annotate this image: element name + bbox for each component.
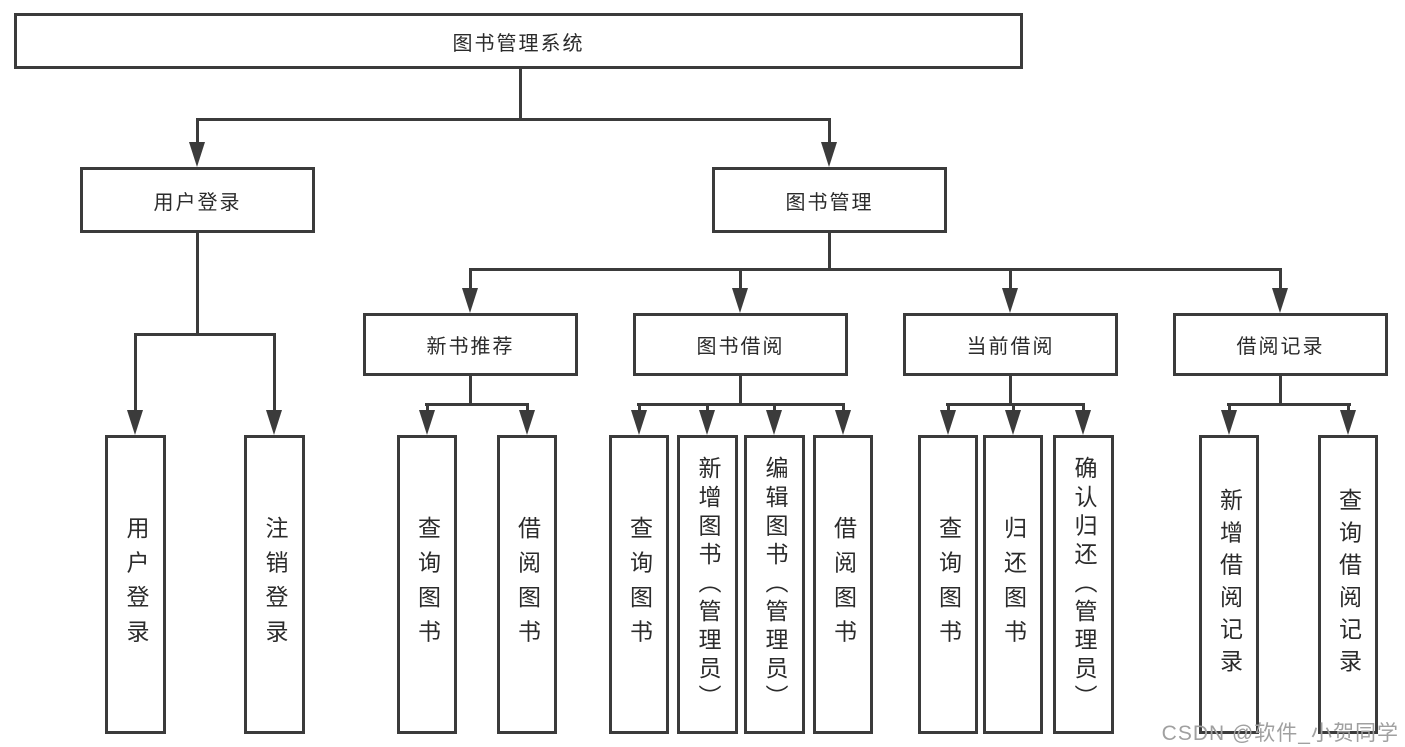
- connector-g3-drop-1: [947, 403, 950, 412]
- connector-user-drop-1: [134, 333, 137, 411]
- leaf-query-books-current-label: 查询图书: [935, 515, 962, 654]
- node-user-login: 用户登录: [80, 167, 315, 233]
- leaf-borrow-books-recommend-label: 借阅图书: [514, 515, 541, 654]
- connector-mgmt-stem: [828, 233, 831, 271]
- node-current-borrow: 当前借阅: [903, 313, 1118, 376]
- connector-g1-drop-2: [526, 403, 529, 412]
- connector-g2-drop-4: [842, 403, 845, 412]
- connector-g2-stem: [739, 376, 742, 406]
- leaf-user-login: 用户登录: [105, 435, 166, 734]
- connector-user-stem: [196, 233, 199, 336]
- leaf-add-borrow-record-label: 新增借阅记录: [1216, 487, 1243, 682]
- connector-g3-rail: [946, 403, 1085, 406]
- node-book-borrow: 图书借阅: [633, 313, 848, 376]
- connector-g1-rail: [425, 403, 529, 406]
- leaf-add-borrow-record: 新增借阅记录: [1199, 435, 1259, 734]
- node-book-management: 图书管理: [712, 167, 947, 233]
- connector-g3-drop-3: [1082, 403, 1085, 412]
- arrowhead-g3-leaf-1: [940, 410, 956, 435]
- arrowhead-g1-leaf-1: [419, 410, 435, 435]
- connector-g2-drop-1: [638, 403, 641, 412]
- leaf-query-books-recommend-label: 查询图书: [414, 515, 441, 654]
- leaf-borrow-books-borrow: 借阅图书: [813, 435, 873, 734]
- connector-mgmt-rail: [469, 268, 1282, 271]
- arrowhead-user-login: [189, 142, 205, 167]
- node-new-book-recommend-label: 新书推荐: [426, 336, 515, 358]
- node-borrow-records: 借阅记录: [1173, 313, 1388, 376]
- connector-g4-rail: [1227, 403, 1351, 406]
- connector-root-drop-left: [196, 118, 199, 145]
- node-book-borrow-label: 图书借阅: [696, 336, 785, 358]
- leaf-borrow-books-borrow-label: 借阅图书: [830, 515, 857, 654]
- leaf-add-book-admin: 新增图书（管理员）: [677, 435, 738, 734]
- leaf-confirm-return-admin-label: 确认归还（管理员）: [1071, 456, 1097, 713]
- arrowhead-g2-leaf-2: [699, 410, 715, 435]
- arrowhead-leaf-logout: [266, 410, 282, 435]
- connector-g3-stem: [1009, 376, 1012, 406]
- csdn-watermark: CSDN @软件_小贺同学: [1161, 722, 1399, 745]
- leaf-return-book-label: 归还图书: [1000, 515, 1027, 654]
- arrowhead-g4-leaf-1: [1221, 410, 1237, 435]
- leaf-query-books-current: 查询图书: [918, 435, 978, 734]
- connector-mgmt-drop-2: [739, 268, 742, 289]
- connector-g1-stem: [469, 376, 472, 406]
- arrowhead-g2-leaf-4: [835, 410, 851, 435]
- connector-mgmt-drop-4: [1279, 268, 1282, 289]
- node-borrow-records-label: 借阅记录: [1236, 336, 1325, 358]
- connector-user-drop-2: [273, 333, 276, 411]
- leaf-query-borrow-record: 查询借阅记录: [1318, 435, 1378, 734]
- leaf-logout-login: 注销登录: [244, 435, 305, 734]
- arrowhead-g2-leaf-1: [631, 410, 647, 435]
- leaf-confirm-return-admin: 确认归还（管理员）: [1053, 435, 1114, 734]
- node-user-login-label: 用户登录: [153, 191, 242, 214]
- arrowhead-g4-leaf-2: [1340, 410, 1356, 435]
- connector-root-drop-right: [828, 118, 831, 145]
- arrowhead-current-borrow: [1002, 288, 1018, 313]
- connector-g4-stem: [1279, 376, 1282, 406]
- leaf-return-book: 归还图书: [983, 435, 1043, 734]
- leaf-edit-book-admin: 编辑图书（管理员）: [744, 435, 805, 734]
- connector-mgmt-drop-3: [1009, 268, 1012, 289]
- connector-g3-drop-2: [1012, 403, 1015, 412]
- arrowhead-g1-leaf-2: [519, 410, 535, 435]
- node-new-book-recommend: 新书推荐: [363, 313, 578, 376]
- leaf-query-borrow-record-label: 查询借阅记录: [1335, 487, 1362, 682]
- leaf-edit-book-admin-label: 编辑图书（管理员）: [762, 456, 788, 713]
- arrowhead-g2-leaf-3: [766, 410, 782, 435]
- connector-root-rail: [196, 118, 831, 121]
- leaf-user-login-label: 用户登录: [123, 515, 149, 654]
- leaf-query-books-borrow: 查询图书: [609, 435, 669, 734]
- node-current-borrow-label: 当前借阅: [966, 336, 1055, 358]
- connector-g4-drop-1: [1228, 403, 1231, 412]
- connector-g4-drop-2: [1347, 403, 1350, 412]
- connector-g2-drop-2: [706, 403, 709, 412]
- node-book-management-label: 图书管理: [785, 191, 874, 214]
- connector-g2-drop-3: [773, 403, 776, 412]
- connector-g1-drop-1: [426, 403, 429, 412]
- arrowhead-borrow-records: [1272, 288, 1288, 313]
- connector-mgmt-drop-1: [469, 268, 472, 289]
- arrowhead-leaf-user-login: [127, 410, 143, 435]
- connector-root-stem: [519, 67, 522, 121]
- node-root: 图书管理系统: [14, 13, 1023, 69]
- leaf-query-books-borrow-label: 查询图书: [626, 515, 653, 654]
- leaf-query-books-recommend: 查询图书: [397, 435, 457, 734]
- leaf-logout-login-label: 注销登录: [262, 515, 288, 654]
- arrowhead-book-management: [821, 142, 837, 167]
- connector-g2-rail: [637, 403, 845, 406]
- arrowhead-g3-leaf-3: [1075, 410, 1091, 435]
- node-root-label: 图书管理系统: [452, 32, 585, 55]
- connector-user-rail: [134, 333, 276, 336]
- arrowhead-g3-leaf-2: [1005, 410, 1021, 435]
- arrowhead-book-borrow: [732, 288, 748, 313]
- arrowhead-new-book-recommend: [462, 288, 478, 313]
- leaf-add-book-admin-label: 新增图书（管理员）: [695, 456, 721, 713]
- leaf-borrow-books-recommend: 借阅图书: [497, 435, 557, 734]
